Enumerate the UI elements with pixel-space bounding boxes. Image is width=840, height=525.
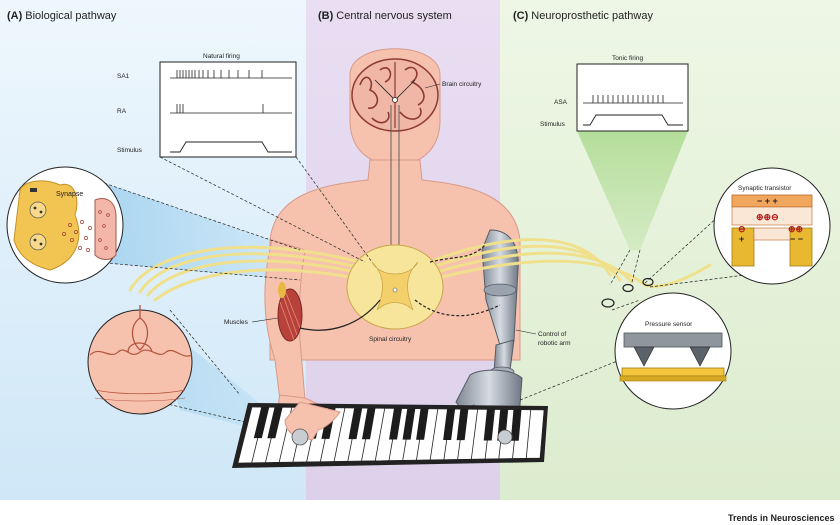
transistor-right-signs: − − [790,234,803,244]
pressure-sensor-label: Pressure sensor [645,321,693,328]
muscle-illustration [277,282,303,342]
neural-connections [299,244,501,331]
synapse-callout: Synapse [6,166,301,284]
stimulus-label-a: Stimulus [117,147,143,154]
black-key [402,408,416,440]
brain-circuitry-label: Brain circuitry [442,81,482,88]
sensor-rings [601,277,654,308]
transistor-left-sign: + [739,234,744,244]
black-key [416,408,429,440]
ra-label: RA [117,108,127,115]
natural-firing-chart: Natural firing SA1 RA Stimulus [117,53,373,263]
black-key [456,409,469,441]
panel-b-title: (B)Central nervous system [318,10,452,22]
panel-a-title: (A)Biological pathway [7,10,117,22]
natural-firing-title: Natural firing [203,53,240,60]
synapse-label: Synapse [56,191,83,198]
tonic-firing-chart: Tonic firing ASA Stimulus [540,55,689,286]
spinal-tracts [390,105,400,268]
white-key-divider [429,408,439,460]
synaptic-transistor-callout: Synaptic transistor − + + ⊕⊕⊖ + ⊖ ⊕⊕ − − [644,167,831,288]
robotic-control-label-2: robotic arm [538,340,571,347]
white-key-divider [374,408,386,461]
transistor-mid-signs: ⊕⊕⊖ [756,212,779,222]
stimulus-label-c: Stimulus [540,121,566,128]
panel-c-title: (C)Neuroprosthetic pathway [513,10,653,22]
asa-label: ASA [554,99,568,106]
white-key-divider [470,409,479,460]
black-key [443,409,456,441]
tonic-firing-title: Tonic firing [612,55,643,62]
brain [351,58,439,132]
skin-receptor-callout [87,305,281,431]
black-key [267,407,283,439]
black-key [348,408,363,440]
black-key [510,409,522,441]
muscles-label: Muscles [224,319,249,326]
black-key [253,407,270,439]
footer-strip [0,500,840,525]
journal-name: Trends in Neurosciences [728,513,835,523]
black-key [362,408,376,440]
black-key [483,409,495,441]
robotic-control-label-1: Control of [538,331,566,338]
black-key [389,408,402,440]
transistor-top-signs: − + + [757,196,778,206]
transistor-left-ion: ⊖ [738,224,746,234]
beam-tonic [577,131,688,250]
transistor-right-ions: ⊕⊕ [788,224,803,234]
synaptic-transistor-label: Synaptic transistor [738,185,792,192]
spinal-circuitry [346,244,444,330]
hand-overlay [284,401,513,446]
sa1-label: SA1 [117,73,130,80]
spinal-circuitry-label: Spinal circuitry [369,336,412,343]
pressure-sensor-callout: Pressure sensor [519,292,732,410]
white-key-divider [525,409,532,459]
white-key-divider [333,407,346,462]
